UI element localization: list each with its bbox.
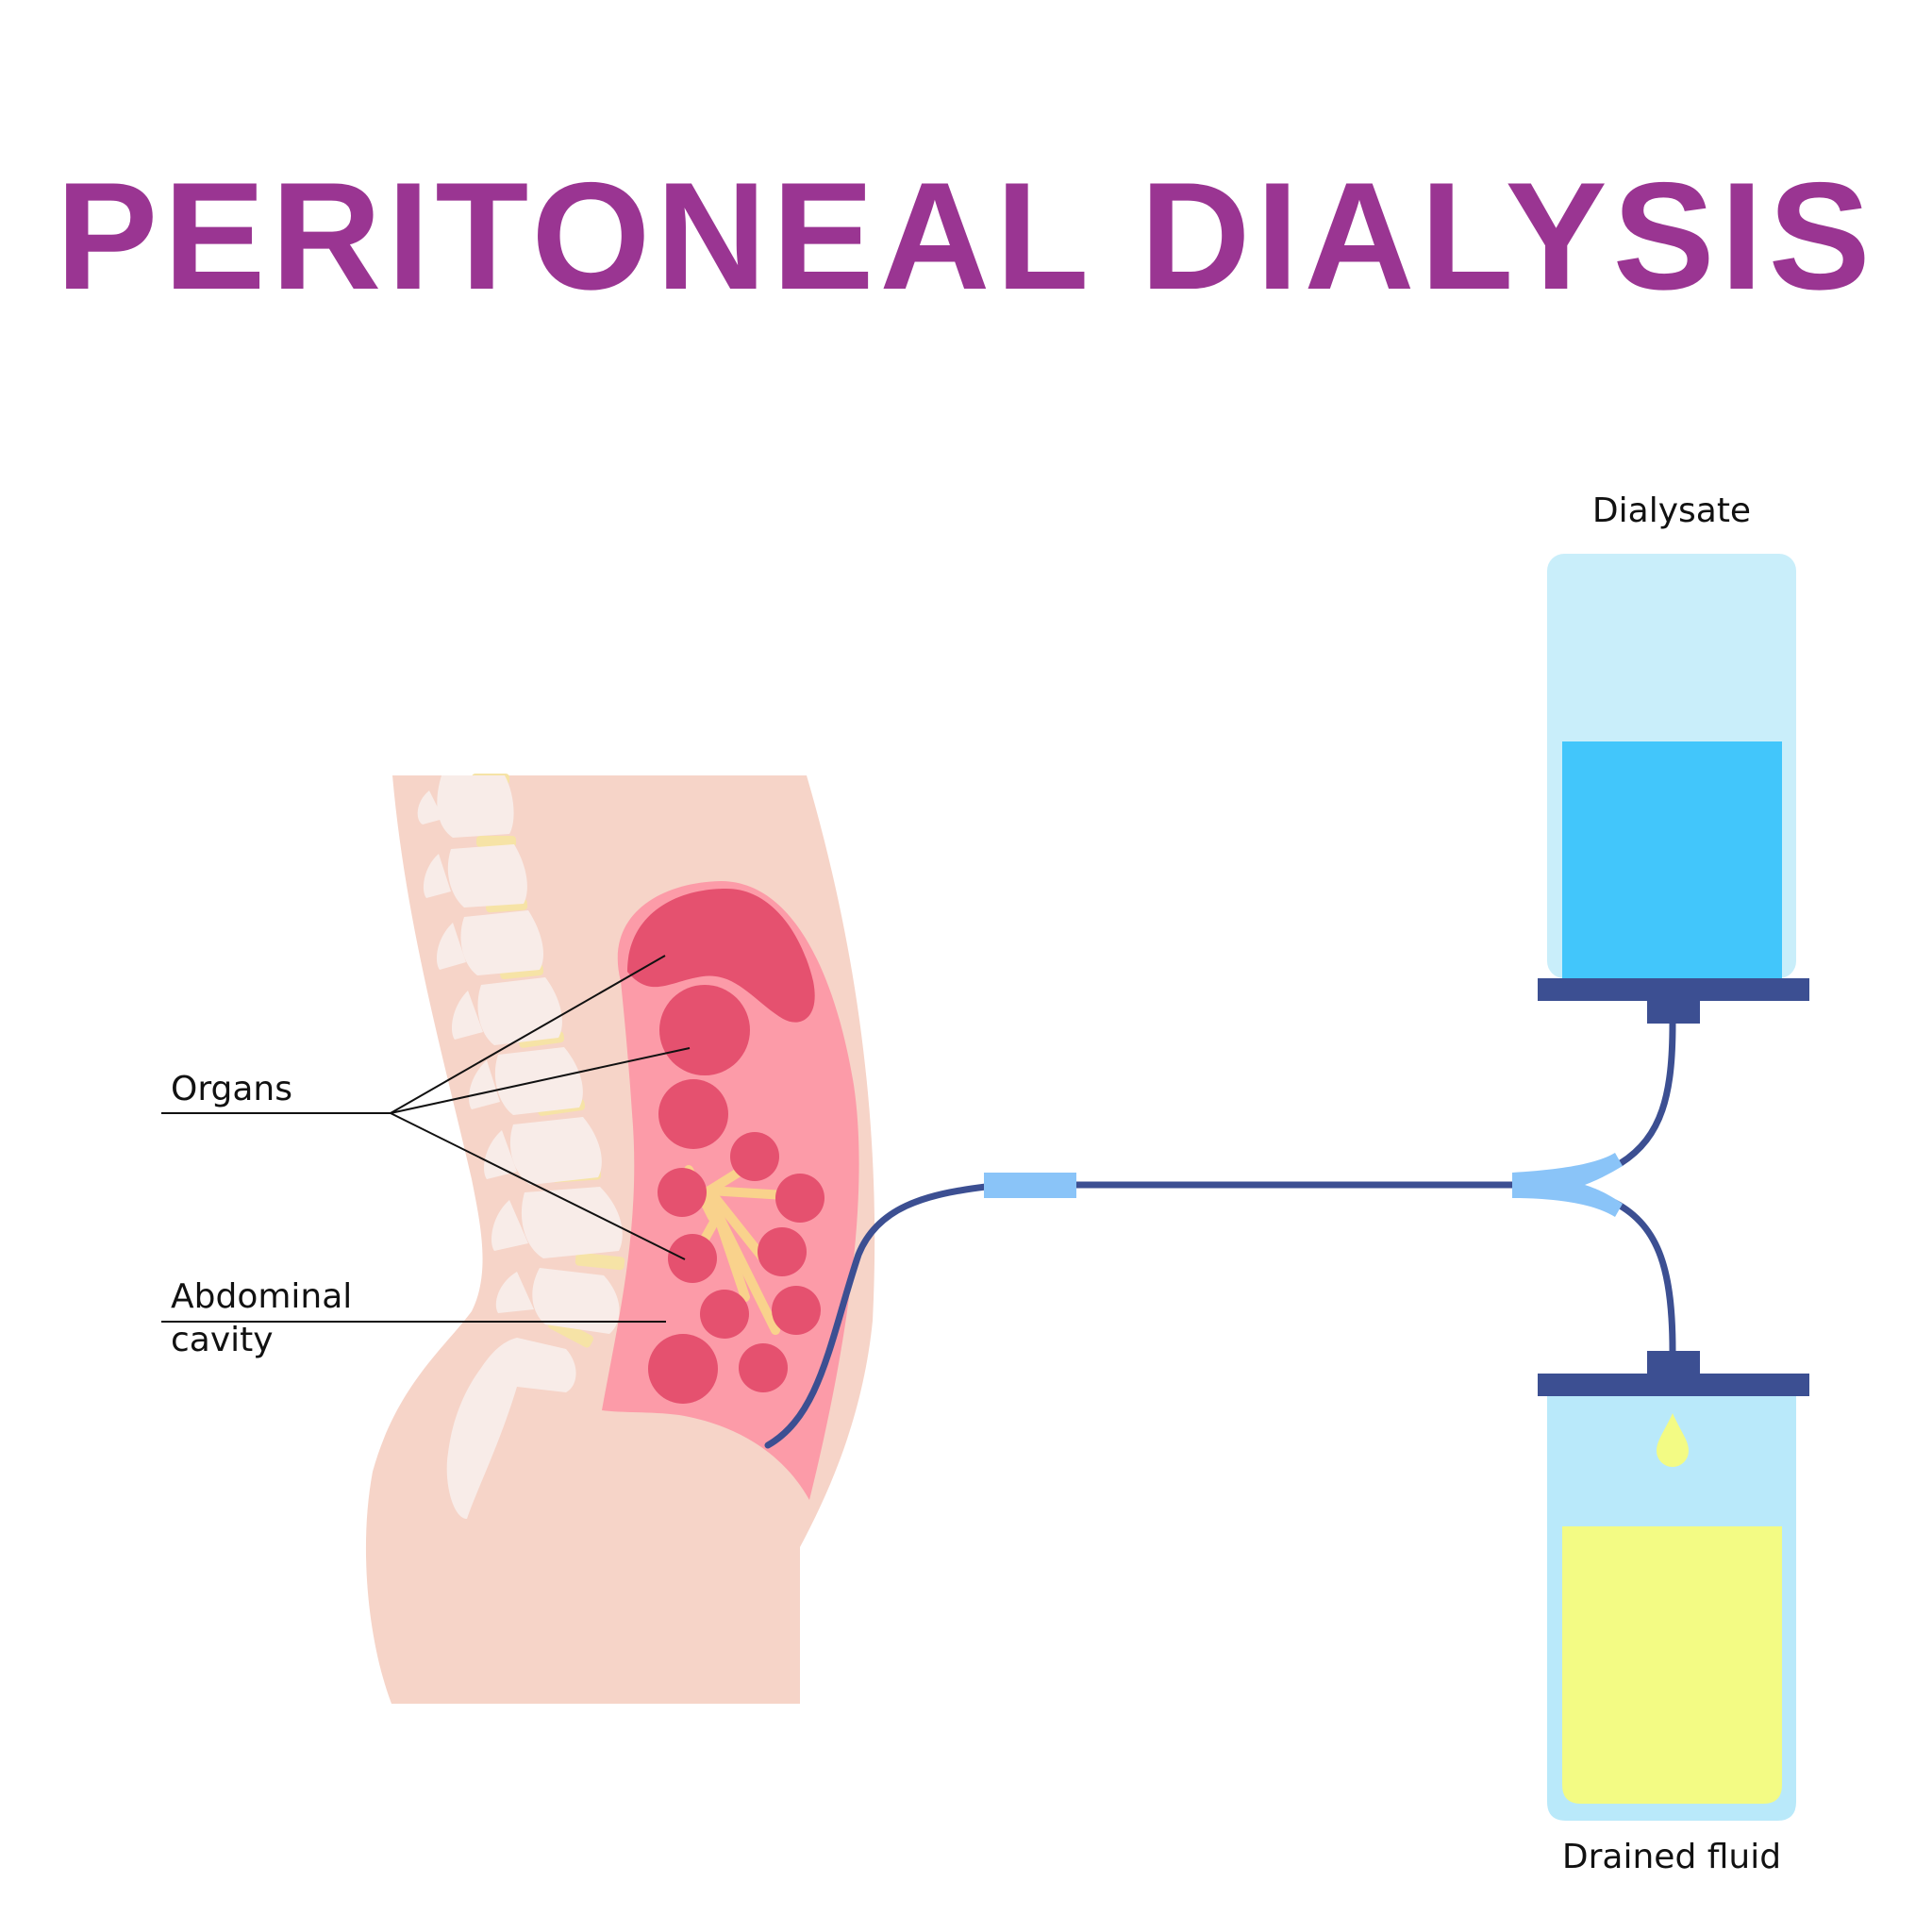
organ-intestine xyxy=(758,1227,807,1276)
dialysate-bag-bar xyxy=(1538,978,1809,1001)
organ-liver xyxy=(627,889,815,1023)
dialysate-bag xyxy=(1538,554,1809,1024)
dialysate-fluid xyxy=(1562,741,1782,978)
organ-intestine xyxy=(730,1132,779,1181)
organ-intestine xyxy=(700,1290,749,1339)
drained-fluid-bag xyxy=(1538,1351,1809,1821)
organs-leader-to-intestine xyxy=(390,1112,686,1260)
spine-vertebrae xyxy=(417,775,623,1519)
organ-intestine xyxy=(775,1174,824,1223)
organs-leader-to-stomach xyxy=(390,1047,691,1114)
drained-fluid xyxy=(1562,1526,1782,1804)
abdominal-cavity-label-line1: Abdominal xyxy=(171,1277,353,1316)
organ-intestine xyxy=(772,1286,821,1335)
dialysate-bag-port xyxy=(1647,1001,1700,1024)
drain-tube xyxy=(1611,1199,1676,1355)
drained-fluid-label: Drained fluid xyxy=(1561,1838,1782,1876)
drained-bag-bar xyxy=(1538,1374,1809,1396)
tube-connector xyxy=(984,1173,1076,1198)
organ-stomach xyxy=(659,985,750,1075)
dialysate-tube xyxy=(1617,1020,1676,1167)
dialysate-label: Dialysate xyxy=(1591,491,1752,530)
abdominal-cavity-label: Abdominal cavity xyxy=(171,1275,352,1362)
tubing xyxy=(764,1020,1676,1449)
organ-intestine xyxy=(668,1234,717,1283)
spine xyxy=(417,774,625,1519)
y-connector xyxy=(1512,1153,1623,1217)
catheter-tube xyxy=(764,1183,990,1449)
organ-intestine xyxy=(648,1334,718,1404)
abdominal-cavity-label-line2: cavity xyxy=(171,1321,274,1359)
organs xyxy=(627,889,824,1404)
organs-label: Organs xyxy=(171,1070,292,1108)
drop-icon xyxy=(1657,1413,1689,1467)
drained-bag-port xyxy=(1647,1351,1700,1374)
organ-intestine xyxy=(739,1343,788,1392)
organ-intestine xyxy=(658,1079,728,1149)
leader-lines xyxy=(161,955,691,1323)
organ-intestine xyxy=(658,1168,707,1217)
organs-leader-to-liver xyxy=(390,955,666,1114)
page-title: PERITONEAL DIALYSIS xyxy=(56,151,1876,322)
